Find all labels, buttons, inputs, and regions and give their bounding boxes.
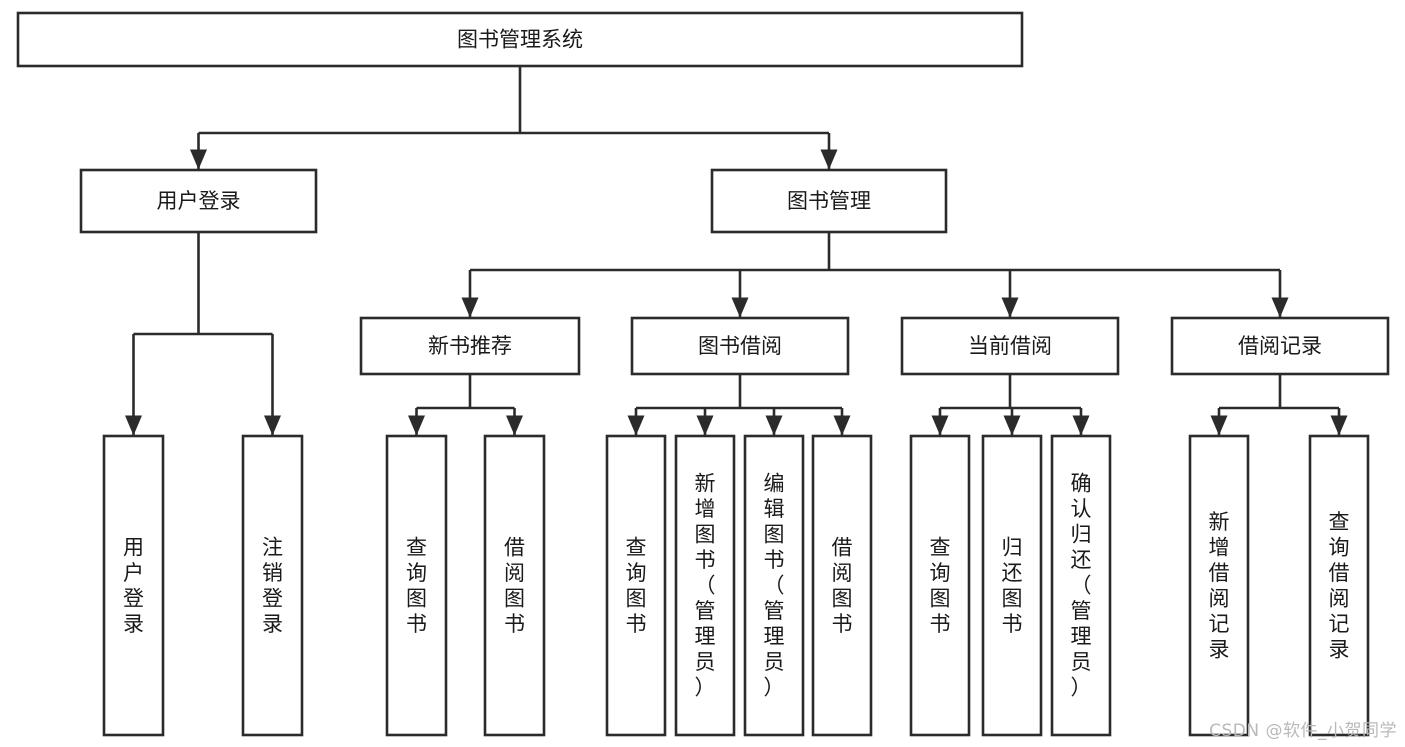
node-leaf-user-login[interactable]: 用户登录 bbox=[102, 434, 165, 737]
arrow-head-icon bbox=[1003, 415, 1021, 436]
node-label: 图书借阅 bbox=[698, 334, 782, 358]
node-box bbox=[16, 11, 1024, 68]
node-box bbox=[483, 434, 546, 737]
node-new-book-recommend[interactable]: 新书推荐 bbox=[359, 316, 581, 376]
arrow-head-icon bbox=[696, 415, 714, 436]
node-label: 编辑图书（管理员） bbox=[764, 472, 785, 700]
node-leaf-edit-book-admin[interactable]: 编辑图书（管理员） bbox=[743, 434, 805, 737]
node-box bbox=[811, 434, 873, 737]
arrow-head-icon bbox=[1210, 415, 1228, 436]
node-label: 借阅图书 bbox=[832, 535, 853, 636]
node-label: 查询图书 bbox=[626, 535, 647, 636]
node-box bbox=[630, 316, 850, 376]
arrow-head-icon bbox=[731, 297, 749, 318]
node-box bbox=[359, 316, 581, 376]
arrow-head-icon bbox=[1001, 297, 1019, 318]
arrow-head-icon bbox=[627, 415, 645, 436]
connector-layer bbox=[125, 66, 1348, 436]
node-user-login[interactable]: 用户登录 bbox=[79, 168, 318, 234]
node-book-borrow[interactable]: 图书借阅 bbox=[630, 316, 850, 376]
node-label: 注销登录 bbox=[262, 535, 283, 636]
node-label: 当前借阅 bbox=[968, 334, 1052, 358]
node-label: 用户登录 bbox=[157, 189, 241, 213]
node-leaf-confirm-return-admin[interactable]: 确认归还（管理员） bbox=[1050, 434, 1112, 737]
node-leaf-borrow-book-2[interactable]: 借阅图书 bbox=[811, 434, 873, 737]
node-label: 图书管理系统 bbox=[457, 28, 583, 52]
arrow-head-icon bbox=[833, 415, 851, 436]
node-box bbox=[1050, 434, 1112, 737]
node-leaf-borrow-book-1[interactable]: 借阅图书 bbox=[483, 434, 546, 737]
node-box bbox=[102, 434, 165, 737]
node-root[interactable]: 图书管理系统 bbox=[16, 11, 1024, 68]
node-book-manage[interactable]: 图书管理 bbox=[710, 168, 948, 234]
node-leaf-return-book[interactable]: 归还图书 bbox=[981, 434, 1043, 737]
node-box bbox=[674, 434, 736, 737]
arrow-head-icon bbox=[408, 415, 425, 436]
arrow-head-icon bbox=[125, 415, 142, 436]
node-box bbox=[900, 316, 1120, 376]
arrow-head-icon bbox=[931, 415, 949, 436]
node-label: 查询借阅记录 bbox=[1329, 510, 1350, 662]
node-label: 新增借阅记录 bbox=[1209, 510, 1230, 662]
node-current-borrow[interactable]: 当前借阅 bbox=[900, 316, 1120, 376]
node-leaf-logout-login[interactable]: 注销登录 bbox=[241, 434, 304, 737]
node-label: 借阅图书 bbox=[504, 535, 525, 636]
arrow-head-icon bbox=[820, 149, 838, 170]
node-box bbox=[743, 434, 805, 737]
node-leaf-query-borrow-record[interactable]: 查询借阅记录 bbox=[1308, 434, 1370, 737]
node-borrow-record[interactable]: 借阅记录 bbox=[1170, 316, 1390, 376]
node-leaf-query-book-2[interactable]: 查询图书 bbox=[605, 434, 667, 737]
node-leaf-add-borrow-record[interactable]: 新增借阅记录 bbox=[1188, 434, 1250, 737]
arrow-head-icon bbox=[506, 415, 523, 436]
node-box bbox=[1170, 316, 1390, 376]
arrow-head-icon bbox=[461, 297, 479, 318]
node-box bbox=[385, 434, 448, 737]
node-label: 借阅记录 bbox=[1238, 334, 1322, 358]
node-box bbox=[909, 434, 971, 737]
node-box bbox=[981, 434, 1043, 737]
node-label: 图书管理 bbox=[787, 189, 871, 213]
node-box bbox=[710, 168, 948, 234]
arrow-head-icon bbox=[1330, 415, 1348, 436]
node-box bbox=[241, 434, 304, 737]
node-box bbox=[1308, 434, 1370, 737]
arrow-head-icon bbox=[1271, 297, 1289, 318]
node-layer: 图书管理系统用户登录图书管理新书推荐图书借阅当前借阅借阅记录用户登录注销登录查询… bbox=[16, 11, 1390, 737]
arrow-head-icon bbox=[765, 415, 783, 436]
node-box bbox=[79, 168, 318, 234]
node-label: 归还图书 bbox=[1002, 535, 1023, 636]
node-label: 新增图书（管理员） bbox=[695, 472, 716, 700]
node-leaf-query-book-1[interactable]: 查询图书 bbox=[385, 434, 448, 737]
node-leaf-query-book-3[interactable]: 查询图书 bbox=[909, 434, 971, 737]
node-leaf-add-book-admin[interactable]: 新增图书（管理员） bbox=[674, 434, 736, 737]
node-label: 查询图书 bbox=[930, 535, 951, 636]
arrow-head-icon bbox=[190, 149, 207, 170]
node-label: 用户登录 bbox=[123, 535, 144, 636]
arrow-head-icon bbox=[1072, 415, 1090, 436]
node-label: 查询图书 bbox=[406, 535, 427, 636]
arrow-head-icon bbox=[264, 415, 281, 436]
node-label: 确认归还（管理员） bbox=[1071, 472, 1092, 700]
node-box bbox=[1188, 434, 1250, 737]
node-box bbox=[605, 434, 667, 737]
node-label: 新书推荐 bbox=[428, 334, 512, 358]
